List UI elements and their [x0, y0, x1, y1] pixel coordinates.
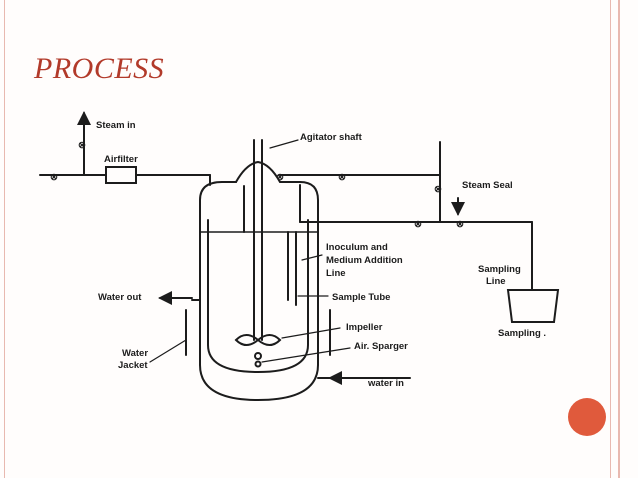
sparger-hole-1 — [254, 352, 262, 360]
leader-water-jacket — [149, 339, 187, 363]
border-line-right-thin — [610, 0, 611, 478]
valve-exhaust-1: ⊗ — [276, 172, 284, 183]
label-inoculum-1: Inoculum and — [326, 242, 388, 253]
label-sampling-line-2: Line — [486, 276, 506, 287]
water-jacket-bottom — [199, 364, 319, 402]
valve-steam-in: ⊗ — [78, 140, 86, 151]
valve-inoculum: ⊗ — [414, 219, 422, 230]
label-impeller: Impeller — [346, 322, 383, 333]
slide-title: PROCESS — [34, 52, 165, 85]
label-inoculum-3: Line — [326, 268, 346, 279]
label-agitator-shaft: Agitator shaft — [300, 132, 363, 143]
vessel-inner-wall — [207, 219, 309, 374]
leader-sparger — [261, 347, 351, 363]
label-sampling: Sampling . — [498, 328, 546, 339]
label-water-jacket-1: Water — [122, 348, 148, 359]
airfilter-box — [105, 166, 137, 184]
valves: ⊗ ⊗ ⊗ ⊗ ⊗ ⊗ ⊗ — [50, 140, 464, 230]
label-air-sparger: Air. Sparger — [354, 341, 408, 352]
impeller-blades — [234, 334, 282, 346]
label-water-in: water in — [367, 378, 404, 389]
label-steam-in: Steam in — [96, 120, 136, 131]
valve-exhaust-2: ⊗ — [338, 172, 346, 183]
sampling-vessel — [506, 289, 560, 323]
label-water-out: Water out — [98, 292, 142, 303]
valve-steam-seal: ⊗ — [434, 184, 442, 195]
label-steam-seal: Steam Seal — [462, 180, 513, 191]
label-sample-tube: Sample Tube — [332, 292, 390, 303]
vessel-outer-wall — [199, 160, 319, 366]
slide-number-badge — [568, 398, 606, 436]
leader-inoculum — [301, 254, 323, 261]
sparger-hole-2 — [254, 360, 262, 368]
label-sampling-line-1: Sampling — [478, 264, 521, 275]
leader-agitator — [269, 139, 299, 149]
valve-sampling: ⊗ — [456, 219, 464, 230]
label-airfilter: Airfilter — [104, 154, 138, 165]
label-inoculum-2: Medium Addition — [326, 255, 403, 266]
border-line-right-thick — [618, 0, 620, 478]
leader-impeller — [281, 327, 341, 339]
label-water-jacket-2: Jacket — [118, 360, 148, 371]
border-line-left — [4, 0, 5, 478]
valve-air-line: ⊗ — [50, 172, 58, 183]
